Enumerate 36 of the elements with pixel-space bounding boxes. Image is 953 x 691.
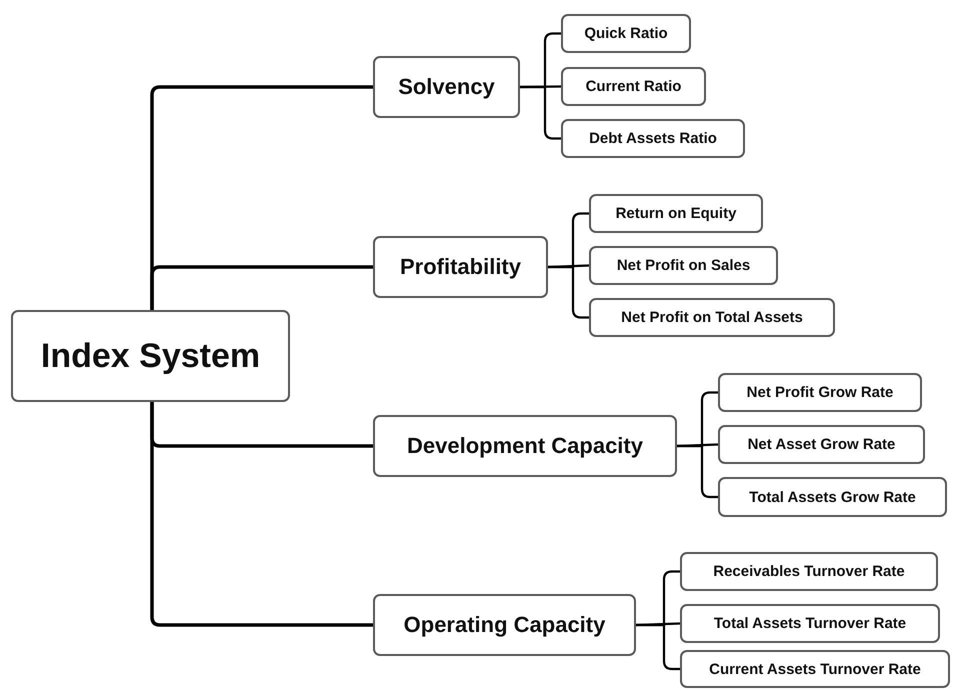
connector-line xyxy=(150,402,373,627)
topic-box xyxy=(373,415,677,477)
topic-label: Net Profit on Sales xyxy=(616,257,750,274)
topic-box xyxy=(589,298,835,337)
topic-box xyxy=(11,310,290,402)
topic-box xyxy=(718,373,922,412)
topic-label: Solvency xyxy=(398,74,495,100)
topic-label: Development Capacity xyxy=(407,433,643,459)
topic-box xyxy=(373,594,636,656)
topic-box xyxy=(680,650,950,688)
topic-label: Total Assets Grow Rate xyxy=(749,488,916,506)
topic-label: Debt Assets Ratio xyxy=(589,130,717,147)
topic-box xyxy=(680,552,938,591)
topic-label: Net Asset Grow Rate xyxy=(748,436,896,453)
topic-box xyxy=(589,246,778,285)
topic-label: Net Profit on Total Assets xyxy=(621,309,803,326)
topic-label: Total Assets Turnover Rate xyxy=(714,615,906,632)
topic-label: Current Ratio xyxy=(586,78,682,95)
topic-box xyxy=(680,604,940,643)
topic-box xyxy=(561,14,691,53)
topic-box xyxy=(589,194,763,233)
topic-label: Quick Ratio xyxy=(584,25,668,42)
topic-box xyxy=(718,425,925,464)
topic-label: Receivables Turnover Rate xyxy=(713,563,905,580)
topic-label: Profitability xyxy=(400,254,521,280)
topic-box xyxy=(373,56,520,118)
topic-label: Current Assets Turnover Rate xyxy=(709,660,921,678)
connector-line xyxy=(150,265,373,310)
topic-label: Index System xyxy=(40,336,260,376)
topic-label: Net Profit Grow Rate xyxy=(746,384,894,401)
topic-box xyxy=(561,119,745,158)
topic-label: Return on Equity xyxy=(616,205,736,222)
topic-label: Operating Capacity xyxy=(404,612,606,638)
topic-box xyxy=(561,67,706,106)
topic-box xyxy=(373,236,548,298)
topic-box xyxy=(718,477,947,517)
